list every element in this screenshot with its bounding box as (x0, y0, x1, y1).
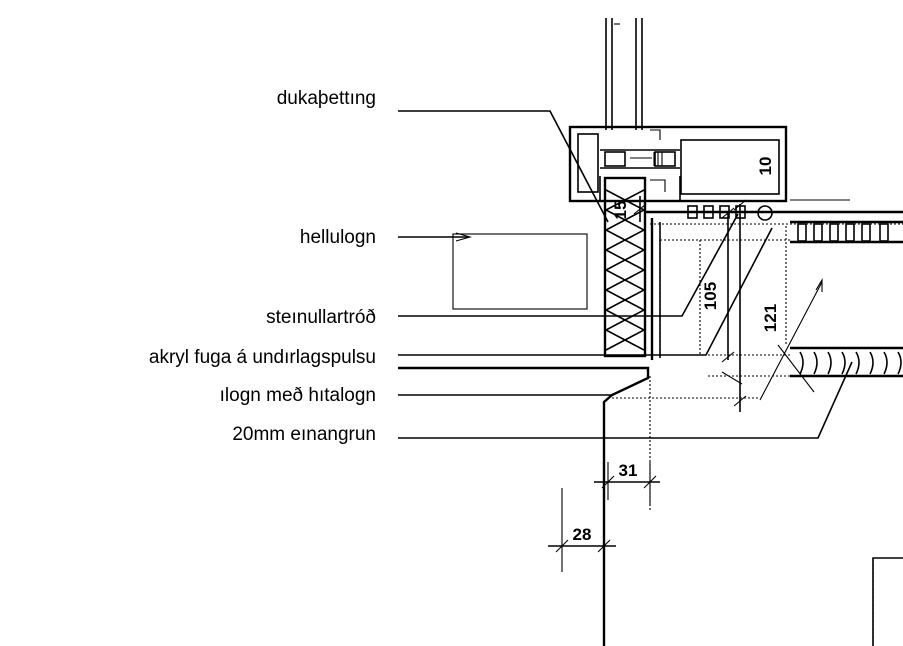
dim-28: 28 (573, 525, 592, 544)
label-akryl-fuga: akryl fuga á undırlagspulsu (149, 347, 376, 368)
label-20mm-einangrun: 20mm eınangrun (232, 424, 376, 445)
leader-dukathetting (398, 110, 609, 223)
window-frame (568, 18, 788, 203)
label-dukathetting: dukaþettıng (277, 88, 376, 109)
tile-layers (645, 199, 903, 355)
dim-105: 105 (701, 282, 720, 310)
dim-121: 121 (761, 304, 780, 332)
label-hellulogn: hellulogn (300, 227, 376, 248)
leader-einangrun (398, 361, 853, 439)
leader-steinullartrod (398, 213, 739, 317)
label-ilogn-med-hitalogn: ılogn með hıtalogn (220, 385, 376, 406)
dim-15: 15 (611, 201, 630, 220)
label-steinullartrod: steınullartróð (266, 307, 376, 328)
floor-structure (398, 366, 903, 646)
dim-10: 10 (756, 157, 775, 176)
dim-31: 31 (619, 461, 638, 480)
hellulogn-box (452, 233, 588, 310)
dimension-lines: 10 15 105 121 31 28 (548, 157, 823, 572)
lower-tile-row (660, 346, 903, 378)
